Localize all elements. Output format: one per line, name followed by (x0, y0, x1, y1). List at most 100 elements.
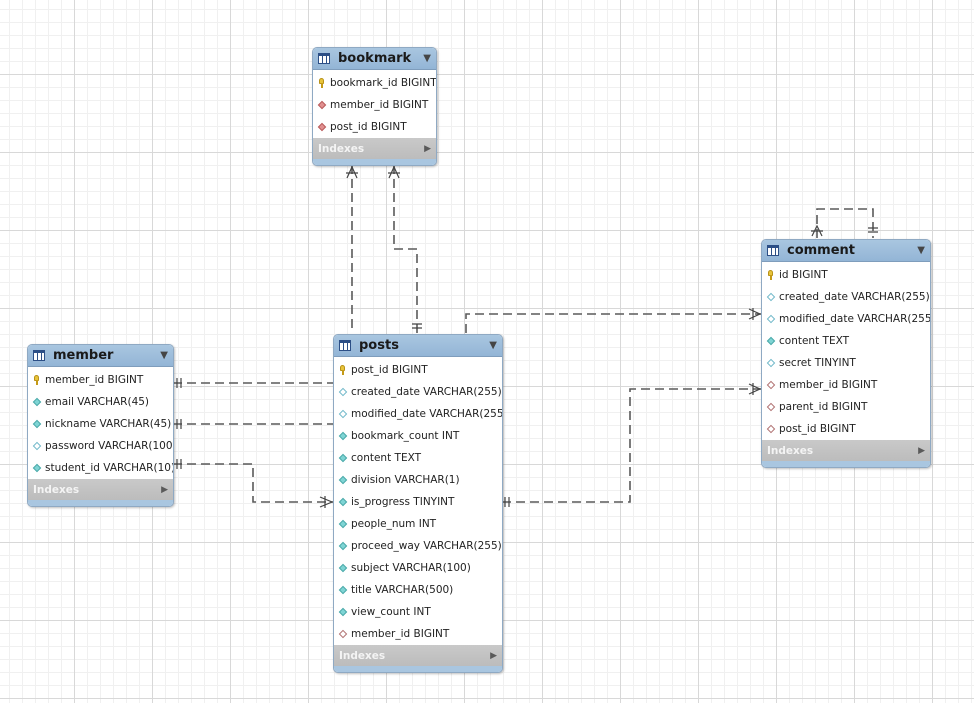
field-label: member_id BIGINT (351, 628, 450, 640)
nullable-column-icon (767, 292, 775, 302)
field-row[interactable]: created_date VARCHAR(255) (762, 286, 930, 308)
field-row[interactable]: post_id BIGINT (313, 116, 436, 138)
entity-header[interactable]: posts ▼ (334, 335, 502, 357)
entity-member[interactable]: member ▼ member_id BIGINT email VARCHAR(… (27, 344, 174, 507)
field-row[interactable]: parent_id BIGINT (762, 396, 930, 418)
field-label: member_id BIGINT (45, 374, 144, 386)
expand-arrow-icon[interactable]: ▶ (161, 484, 168, 495)
field-label: is_progress TINYINT (351, 496, 455, 508)
entity-bottom-bar (334, 666, 502, 672)
column-icon (33, 463, 41, 473)
field-label: secret TINYINT (779, 357, 856, 369)
field-row[interactable]: password VARCHAR(100) (28, 435, 173, 457)
table-icon (767, 245, 779, 256)
expand-arrow-icon[interactable]: ▶ (424, 143, 431, 154)
entity-title: member (53, 348, 114, 363)
key-icon (339, 365, 347, 375)
indexes-label: Indexes (318, 142, 365, 155)
field-row[interactable]: content TEXT (334, 447, 502, 469)
entity-header[interactable]: bookmark ▼ (313, 48, 436, 70)
field-label: nickname VARCHAR(45) (45, 418, 172, 430)
field-row[interactable]: member_id BIGINT (28, 369, 173, 391)
field-row[interactable]: post_id BIGINT (334, 359, 502, 381)
table-icon (33, 350, 45, 361)
field-label: member_id BIGINT (330, 99, 429, 111)
field-row[interactable]: modified_date VARCHAR(255) (762, 308, 930, 330)
field-row[interactable]: view_count INT (334, 601, 502, 623)
field-row[interactable]: member_id BIGINT (334, 623, 502, 645)
field-row[interactable]: student_id VARCHAR(10) (28, 457, 173, 479)
field-label: password VARCHAR(100) (45, 440, 174, 452)
field-label: modified_date VARCHAR(255) (351, 408, 503, 420)
indexes-section[interactable]: Indexes ▶ (313, 138, 436, 159)
field-row[interactable]: modified_date VARCHAR(255) (334, 403, 502, 425)
entity-bottom-bar (313, 159, 436, 165)
column-icon (33, 397, 41, 407)
field-row[interactable]: nickname VARCHAR(45) (28, 413, 173, 435)
field-row[interactable]: subject VARCHAR(100) (334, 557, 502, 579)
field-label: student_id VARCHAR(10) (45, 462, 174, 474)
field-row[interactable]: proceed_way VARCHAR(255) (334, 535, 502, 557)
field-row[interactable]: member_id BIGINT (762, 374, 930, 396)
entity-title: posts (359, 338, 399, 353)
nullable-foreign-key-icon (339, 629, 347, 639)
field-row[interactable]: created_date VARCHAR(255) (334, 381, 502, 403)
field-row[interactable]: email VARCHAR(45) (28, 391, 173, 413)
field-label: bookmark_id BIGINT (330, 77, 437, 89)
field-label: id BIGINT (779, 269, 828, 281)
relationship-posts-comment-1 (465, 313, 761, 333)
collapse-arrow-icon[interactable]: ▼ (160, 350, 168, 361)
entity-header[interactable]: comment ▼ (762, 240, 930, 262)
nullable-column-icon (767, 358, 775, 368)
field-row[interactable]: bookmark_id BIGINT (313, 72, 436, 94)
entity-comment[interactable]: comment ▼ id BIGINT created_date VARCHAR… (761, 239, 931, 468)
field-row[interactable]: title VARCHAR(500) (334, 579, 502, 601)
field-label: modified_date VARCHAR(255) (779, 313, 931, 325)
nullable-foreign-key-icon (767, 402, 775, 412)
collapse-arrow-icon[interactable]: ▼ (423, 53, 431, 64)
key-icon (318, 78, 326, 88)
field-label: content TEXT (351, 452, 422, 464)
field-label: created_date VARCHAR(255) (779, 291, 930, 303)
indexes-section[interactable]: Indexes ▶ (334, 645, 502, 666)
entity-title: bookmark (338, 51, 412, 66)
field-row[interactable]: division VARCHAR(1) (334, 469, 502, 491)
entity-bottom-bar (762, 461, 930, 467)
column-icon (33, 419, 41, 429)
collapse-arrow-icon[interactable]: ▼ (489, 340, 497, 351)
table-icon (339, 340, 351, 351)
collapse-arrow-icon[interactable]: ▼ (917, 245, 925, 256)
indexes-section[interactable]: Indexes ▶ (762, 440, 930, 461)
expand-arrow-icon[interactable]: ▶ (918, 445, 925, 456)
column-icon (339, 541, 347, 551)
field-row[interactable]: secret TINYINT (762, 352, 930, 374)
column-icon (339, 563, 347, 573)
entity-posts[interactable]: posts ▼ post_id BIGINT created_date VARC… (333, 334, 503, 673)
field-label: view_count INT (351, 606, 431, 618)
field-label: division VARCHAR(1) (351, 474, 460, 486)
field-row[interactable]: post_id BIGINT (762, 418, 930, 440)
indexes-label: Indexes (33, 483, 80, 496)
field-row[interactable]: member_id BIGINT (313, 94, 436, 116)
field-label: proceed_way VARCHAR(255) (351, 540, 502, 552)
entity-header[interactable]: member ▼ (28, 345, 173, 367)
foreign-key-icon (318, 100, 326, 110)
field-label: subject VARCHAR(100) (351, 562, 471, 574)
column-icon (339, 453, 347, 463)
field-row[interactable]: content TEXT (762, 330, 930, 352)
indexes-section[interactable]: Indexes ▶ (28, 479, 173, 500)
field-row[interactable]: id BIGINT (762, 264, 930, 286)
nullable-column-icon (767, 314, 775, 324)
entity-bookmark[interactable]: bookmark ▼ bookmark_id BIGINT member_id … (312, 47, 437, 166)
column-icon (339, 497, 347, 507)
field-row[interactable]: bookmark_count INT (334, 425, 502, 447)
expand-arrow-icon[interactable]: ▶ (490, 650, 497, 661)
column-icon (339, 585, 347, 595)
field-row[interactable]: is_progress TINYINT (334, 491, 502, 513)
field-row[interactable]: people_num INT (334, 513, 502, 535)
column-icon (339, 519, 347, 529)
field-label: created_date VARCHAR(255) (351, 386, 502, 398)
field-label: content TEXT (779, 335, 850, 347)
